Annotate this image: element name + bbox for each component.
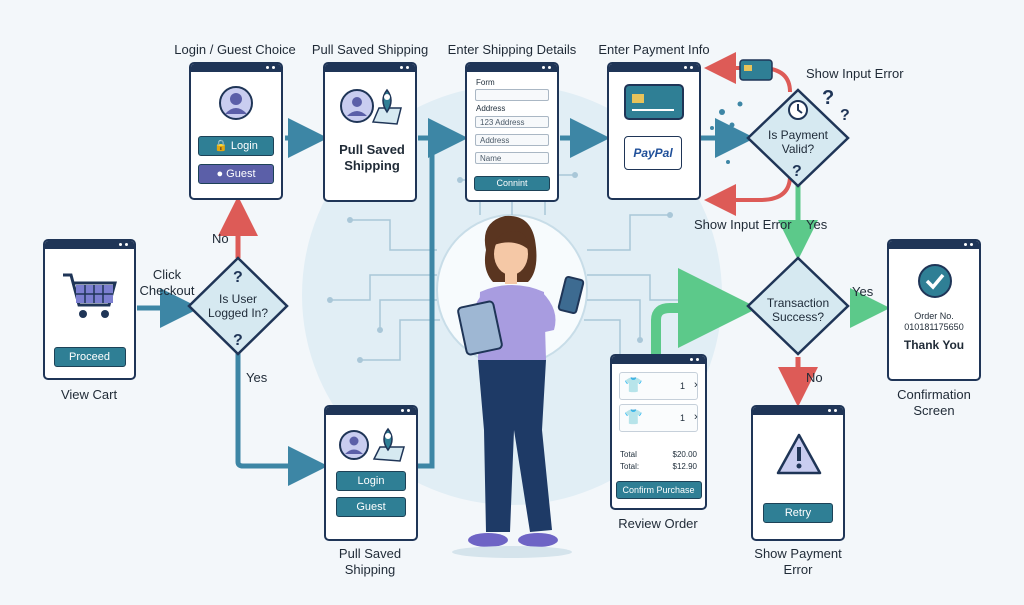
label-pull-saved-shipping-top: Pull Saved Shipping bbox=[311, 42, 429, 57]
total-label: Total: bbox=[620, 462, 640, 471]
payment-screen: PayPal bbox=[607, 62, 701, 200]
chevron-right-icon: › bbox=[694, 411, 698, 423]
label-pull-saved-shipping-bottom: Pull Saved Shipping bbox=[338, 546, 402, 577]
total-label: Total bbox=[620, 450, 637, 459]
total-value: $20.00 bbox=[672, 450, 697, 459]
confirmation-screen: Order No. 010181175650 Thank You bbox=[887, 239, 981, 381]
map-pin-icon bbox=[339, 427, 405, 462]
label-show-input-error-top: Show Input Error bbox=[806, 66, 904, 81]
arrow-error-bottom bbox=[704, 175, 792, 216]
label-yes-payment: Yes bbox=[806, 217, 828, 232]
decision-logged-in bbox=[187, 256, 289, 356]
shirt-icon: 👕 bbox=[624, 409, 643, 426]
arrow-review-to-transaction bbox=[651, 268, 758, 355]
name-field[interactable]: Name bbox=[475, 152, 549, 164]
submit-button[interactable]: Connint bbox=[474, 176, 550, 191]
item-quantity: 1 bbox=[680, 413, 686, 423]
label-no-login: No bbox=[212, 231, 229, 246]
chevron-right-icon: › bbox=[694, 379, 698, 391]
cart-icon bbox=[63, 273, 117, 318]
clock-icon bbox=[788, 100, 808, 120]
login-screen: 🔒 Login ● Guest bbox=[189, 62, 283, 200]
label-yes-login: Yes bbox=[246, 370, 268, 385]
confirm-purchase-button[interactable]: Confirm Purchase bbox=[615, 481, 702, 499]
address-input[interactable]: 123 Address bbox=[475, 116, 549, 128]
label-enter-payment-info: Enter Payment Info bbox=[598, 42, 710, 57]
shipping-form-screen: Form Address 123 Address Address Name Co… bbox=[465, 62, 559, 202]
pull-shipping-screen-bottom: Login Guest bbox=[324, 405, 418, 541]
shirt-icon: 👕 bbox=[624, 377, 643, 394]
guest-button[interactable]: Guest bbox=[336, 497, 406, 517]
svg-text:?: ? bbox=[822, 87, 834, 109]
total-value: $12.90 bbox=[672, 462, 697, 471]
login-button[interactable]: Login bbox=[336, 471, 406, 491]
label-show-input-error-bottom: Show Input Error bbox=[694, 217, 792, 232]
credit-card-icon bbox=[624, 84, 684, 120]
svg-text:?: ? bbox=[233, 332, 243, 349]
proceed-button[interactable]: Proceed bbox=[53, 347, 126, 367]
svg-text:?: ? bbox=[792, 163, 802, 180]
label-confirmation-screen: Confirmation Screen bbox=[897, 387, 971, 418]
thank-you-text: Thank You bbox=[903, 338, 965, 352]
svg-text:?: ? bbox=[840, 107, 850, 124]
order-label: Order No. bbox=[914, 311, 954, 321]
item-quantity: 1 bbox=[680, 381, 686, 391]
decision-transaction-text: Transaction Success? bbox=[766, 296, 830, 324]
label-view-cart: View Cart bbox=[60, 387, 118, 402]
label-enter-shipping-details: Enter Shipping Details bbox=[447, 42, 577, 57]
arrow-pull-bottom-to-shipping bbox=[418, 138, 435, 469]
order-item-row[interactable]: 👕 1 › bbox=[619, 404, 698, 432]
order-number: 010181175650 bbox=[904, 322, 964, 332]
address-label: Address bbox=[476, 104, 506, 113]
arrow-yes-to-pull-bottom bbox=[235, 350, 328, 486]
label-no-transaction: No bbox=[806, 370, 823, 385]
svg-text:?: ? bbox=[233, 269, 243, 286]
label-click-checkout: Click Checkout bbox=[139, 267, 195, 298]
person-illustration bbox=[452, 215, 585, 558]
particle-dots bbox=[710, 101, 743, 164]
map-pin-icon bbox=[340, 88, 402, 125]
cart-screen: Proceed bbox=[43, 239, 136, 380]
form-label: Form bbox=[476, 78, 495, 87]
paypal-button[interactable]: PayPal bbox=[624, 136, 682, 170]
label-login-guest-choice: Login / Guest Choice bbox=[174, 42, 296, 57]
check-icon bbox=[918, 264, 952, 298]
pull-shipping-screen-top: Pull Saved Shipping bbox=[323, 62, 417, 202]
guest-button[interactable]: ● Guest bbox=[198, 164, 274, 184]
question-mark-icon: ?? ??? bbox=[233, 87, 850, 349]
form-field[interactable] bbox=[475, 89, 549, 101]
lock-icon: 🔒 bbox=[214, 140, 231, 152]
label-review-order: Review Order bbox=[618, 516, 698, 531]
order-item-row[interactable]: 👕 1 › bbox=[619, 372, 698, 400]
label-show-payment-error: Show Payment Error bbox=[754, 546, 842, 577]
user-icon bbox=[219, 86, 253, 120]
warning-icon bbox=[776, 433, 822, 475]
credit-card-icon bbox=[739, 59, 773, 81]
decision-payment-valid bbox=[746, 88, 850, 188]
decision-transaction bbox=[746, 256, 850, 356]
pull-shipping-text: Pull Saved Shipping bbox=[339, 142, 405, 173]
review-order-screen: 👕 1 › 👕 1 › Total $20.00 Total: $12.90 C… bbox=[610, 354, 707, 510]
label-yes-transaction: Yes bbox=[852, 284, 874, 299]
address-field[interactable]: Address bbox=[475, 134, 549, 146]
retry-button[interactable]: Retry bbox=[763, 503, 833, 523]
payment-error-screen: Retry bbox=[751, 405, 845, 541]
login-button[interactable]: 🔒 Login bbox=[198, 136, 274, 156]
user-icon: ● bbox=[216, 168, 227, 180]
decision-logged-in-text: Is User Logged In? bbox=[207, 292, 269, 320]
decision-payment-valid-text: Is Payment Valid? bbox=[767, 128, 829, 156]
